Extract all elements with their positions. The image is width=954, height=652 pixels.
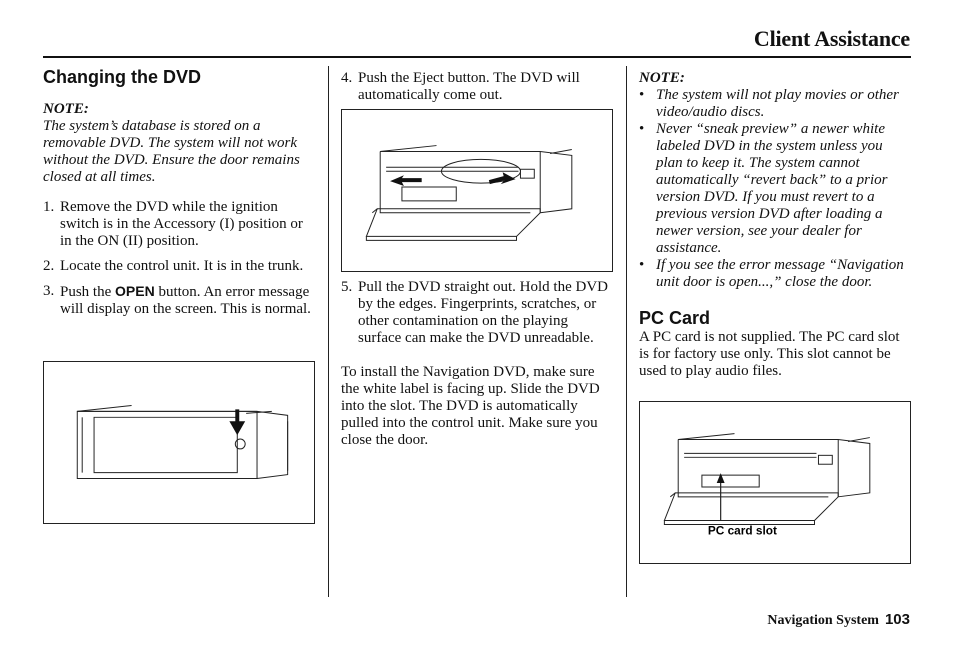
page-number: 103 — [884, 611, 910, 628]
note-label: NOTE: — [639, 70, 685, 86]
arrow-down-icon — [229, 409, 246, 436]
page-footer: Navigation System 103 — [767, 611, 910, 629]
page-title: Client Assistance — [753, 26, 910, 51]
note-label: NOTE: — [43, 101, 89, 117]
step-text-pre: Push the — [60, 284, 116, 300]
note-bullet-text: If you see the error message “Navigation… — [656, 257, 904, 290]
note-bullet-text: Never “sneak preview” a newer white labe… — [656, 121, 888, 256]
step-number: 4. — [341, 70, 353, 86]
note-bullet: • Never “sneak preview” a newer white la… — [639, 121, 911, 257]
step-2: 2. Locate the control unit. It is in the… — [43, 258, 315, 275]
control-unit-open-illustration — [365, 145, 573, 241]
column-2: 4. Push the Eject button. The DVD will a… — [341, 70, 613, 104]
column-divider-2 — [626, 66, 627, 597]
step-text: Pull the DVD straight out. Hold the DVD … — [358, 279, 608, 346]
step-text: Push the Eject button. The DVD will auto… — [358, 70, 580, 103]
step-number: 2. — [43, 258, 55, 274]
note-text: The system’s database is stored on a rem… — [43, 118, 300, 185]
section-heading-pc-card: PC Card — [639, 308, 711, 328]
column-2-lower: 5. Pull the DVD straight out. Hold the D… — [341, 279, 613, 449]
section-heading-changing-dvd: Changing the DVD — [43, 67, 201, 87]
control-unit-closed-illustration — [76, 404, 289, 480]
figure-open-button — [43, 361, 315, 524]
footer-label: Navigation System — [767, 613, 879, 628]
open-button-label: OPEN — [115, 283, 155, 299]
step-1: 1. Remove the DVD while the ignition swi… — [43, 199, 315, 250]
step-text: Remove the DVD while the ignition switch… — [60, 199, 303, 249]
pc-card-text: A PC card is not supplied. The PC card s… — [639, 329, 900, 379]
pc-card-slot-illustration: PC card slot — [663, 433, 871, 537]
step-text: Push the OPEN button. An error message w… — [60, 283, 315, 318]
arrow-right-icon — [488, 172, 516, 185]
step-5: 5. Pull the DVD straight out. Hold the D… — [341, 279, 613, 347]
column-1: Changing the DVD NOTE: The system’s data… — [43, 66, 315, 318]
arrow-left-icon — [390, 175, 422, 187]
column-3: NOTE: • The system will not play movies … — [639, 70, 911, 380]
step-text-post: button. An error message will display on… — [60, 284, 311, 317]
step-number: 1. — [43, 199, 55, 215]
header-rule — [43, 56, 911, 58]
note-bullet: • The system will not play movies or oth… — [639, 87, 911, 121]
figure-eject-dvd — [341, 109, 613, 272]
note-bullet: • If you see the error message “Navigati… — [639, 257, 911, 291]
pc-card-slot-callout: PC card slot — [708, 523, 777, 537]
step-number: 5. — [341, 279, 353, 295]
step-3: 3. Push the OPEN button. An error messag… — [43, 283, 315, 318]
step-4: 4. Push the Eject button. The DVD will a… — [341, 70, 613, 104]
step-text: Locate the control unit. It is in the tr… — [60, 258, 304, 274]
arrow-up-icon — [716, 473, 725, 483]
install-instructions: To install the Navigation DVD, make sure… — [341, 364, 600, 448]
figure-pc-card-slot: PC card slot — [639, 401, 911, 564]
note-bullet-text: The system will not play movies or other… — [656, 87, 899, 120]
step-number: 3. — [43, 283, 55, 299]
column-divider-1 — [328, 66, 329, 597]
